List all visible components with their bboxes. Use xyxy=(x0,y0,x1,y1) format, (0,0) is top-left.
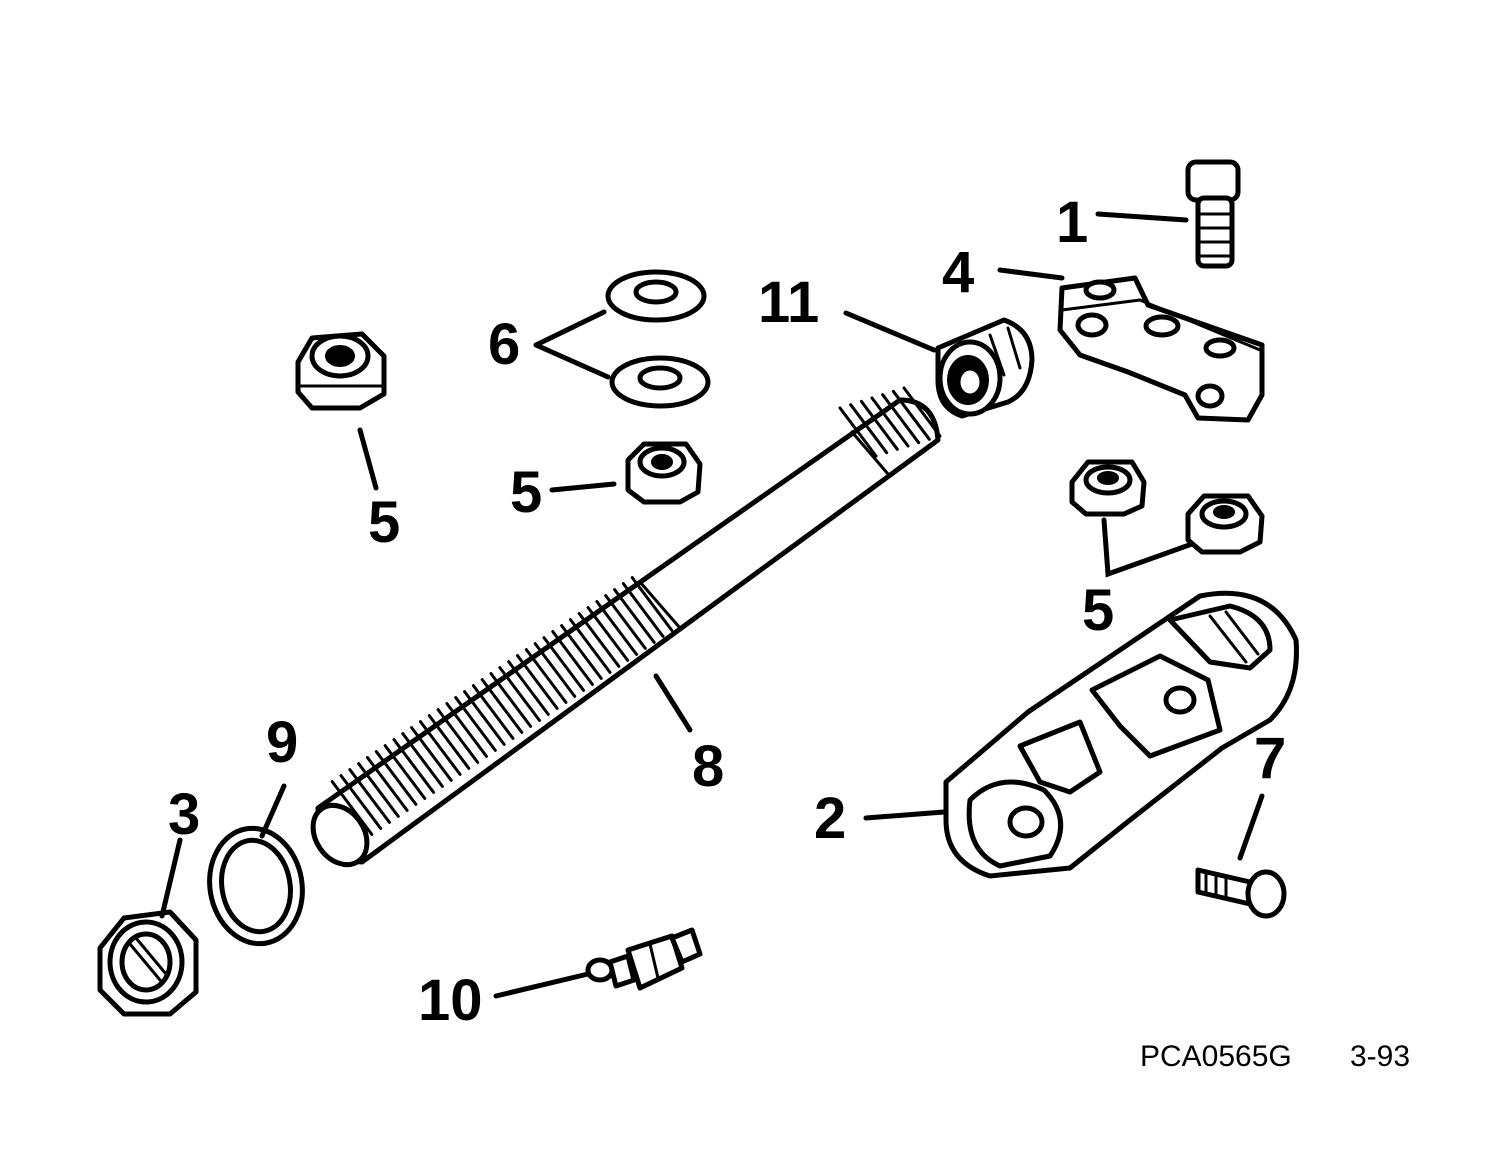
part-11-bushing xyxy=(935,317,1035,419)
thread-line xyxy=(881,393,921,445)
callout-3: 3 xyxy=(168,782,200,847)
thread-line xyxy=(374,750,418,806)
part-9-washer xyxy=(207,825,305,947)
thread-line xyxy=(463,690,506,746)
thread-line xyxy=(551,630,594,686)
thread-line xyxy=(330,780,374,836)
thread-line xyxy=(418,720,462,776)
thread-line xyxy=(533,642,577,698)
part-10-grease-fitting xyxy=(585,927,703,991)
thread-line xyxy=(515,654,559,710)
part-6-washer-top xyxy=(605,269,707,323)
thread-line xyxy=(480,678,524,734)
leader-9 xyxy=(259,783,287,839)
callout-5-left: 5 xyxy=(368,490,400,555)
leader-3 xyxy=(159,837,183,919)
thread-line xyxy=(471,684,515,740)
leader-5-right xyxy=(1101,517,1195,578)
leader-10 xyxy=(493,971,591,999)
thread-line xyxy=(613,588,656,644)
part-6-washer-bottom xyxy=(609,355,711,409)
thread-line xyxy=(436,708,480,764)
thread-line xyxy=(604,594,647,650)
callout-6: 6 xyxy=(488,312,520,377)
part-1-bolt xyxy=(1185,159,1241,269)
thread-line xyxy=(348,768,391,824)
leader-5-middle xyxy=(549,481,617,493)
part-3-hex-nut xyxy=(97,909,199,1017)
thread-line xyxy=(630,576,674,632)
thread-line xyxy=(560,624,603,680)
tube-threads-left xyxy=(330,576,674,836)
drawing-date: 3-93 xyxy=(1350,1040,1410,1073)
leader-lines xyxy=(159,211,1265,999)
thread-line xyxy=(891,389,931,441)
part-5-nut-middle xyxy=(625,441,703,505)
thread-line xyxy=(595,600,639,656)
part-5-nut-right-b xyxy=(1185,493,1265,555)
thread-line xyxy=(849,403,889,455)
tube-threads-right xyxy=(838,386,942,458)
callout-11: 11 xyxy=(758,270,819,335)
callout-5-right: 5 xyxy=(1082,578,1114,643)
thread-line xyxy=(489,672,533,728)
thread-line xyxy=(365,756,409,812)
thread-line xyxy=(577,612,621,668)
thread-line xyxy=(454,696,497,752)
callout-2: 2 xyxy=(814,786,846,851)
part-7-screw xyxy=(1195,867,1287,919)
callout-9: 9 xyxy=(266,710,298,775)
leader-2 xyxy=(863,809,947,821)
thread-line xyxy=(498,666,541,722)
thread-line xyxy=(542,636,586,692)
thread-line xyxy=(401,732,444,788)
part-4-bracket xyxy=(1057,275,1265,423)
thread-line xyxy=(339,774,383,830)
thread-line xyxy=(859,399,899,451)
thread-line xyxy=(445,702,489,758)
thread-line xyxy=(410,726,453,782)
thread-line xyxy=(507,660,550,716)
callout-1: 1 xyxy=(1056,190,1088,255)
thread-line xyxy=(902,386,942,438)
leader-6 xyxy=(533,309,611,380)
leader-5-left xyxy=(357,427,379,491)
leader-1 xyxy=(1095,211,1189,223)
callout-7: 7 xyxy=(1254,726,1286,791)
thread-line xyxy=(383,744,427,800)
part-2-yoke xyxy=(943,590,1299,879)
part-5-flange-nut-left xyxy=(295,331,387,411)
callout-5-middle: 5 xyxy=(510,460,542,525)
leader-11 xyxy=(843,310,937,353)
thread-line xyxy=(586,606,630,662)
leader-4 xyxy=(997,267,1065,281)
callout-8: 8 xyxy=(692,734,724,799)
callout-4: 4 xyxy=(942,240,974,305)
thread-line xyxy=(357,762,400,818)
thread-line xyxy=(621,582,665,638)
leader-8 xyxy=(653,673,693,733)
thread-line xyxy=(838,406,878,458)
thread-line xyxy=(524,648,568,704)
thread-line xyxy=(568,618,612,674)
callout-labels: 1 4 11 6 5 5 5 8 9 3 2 7 10 xyxy=(168,190,1286,1033)
part-8-threaded-tube xyxy=(310,386,942,868)
thread-line xyxy=(392,738,436,794)
footer: PCA0565G 3-93 xyxy=(1140,1040,1410,1073)
part-5-nut-right-a xyxy=(1069,459,1147,517)
drawing-code: PCA0565G xyxy=(1140,1040,1292,1073)
leader-7 xyxy=(1237,793,1265,861)
callout-10: 10 xyxy=(418,968,483,1033)
thread-line xyxy=(427,714,471,770)
thread-line xyxy=(870,396,910,448)
